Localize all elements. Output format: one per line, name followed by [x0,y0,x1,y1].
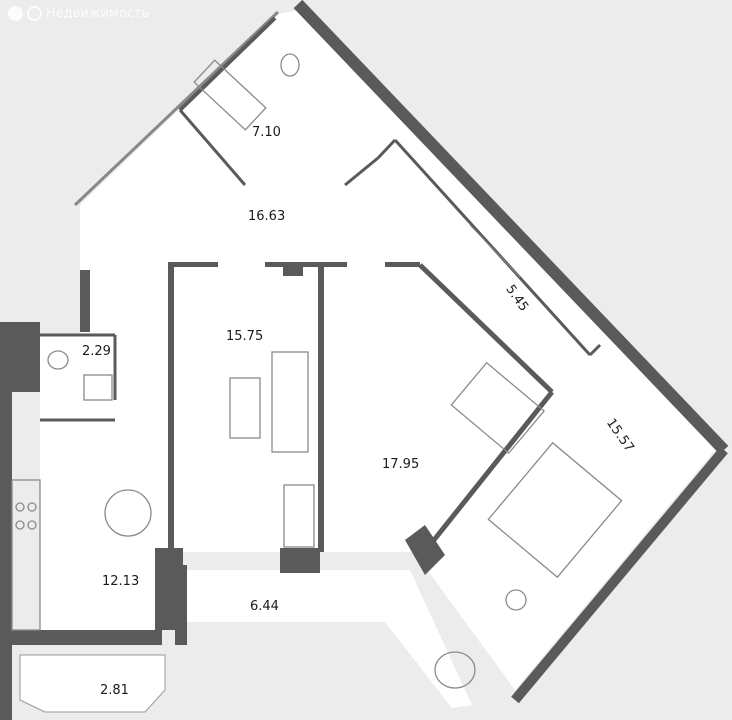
ring-logo-icon [27,6,42,21]
stove-burner-icon [15,502,25,512]
armchair-icon [434,651,476,689]
furniture [11,53,623,689]
kitchen-counter-icon [11,479,41,631]
bathtub-icon [193,59,267,131]
area-hall: 16.63 [248,209,285,224]
toilet-icon [280,53,300,77]
bed-small-icon [450,361,546,455]
balcony-large-floor [180,570,472,708]
area-balcony-large: 6.44 [250,599,279,614]
area-toilet: 2.29 [82,344,111,359]
apartment-floor [40,10,715,690]
area-bedroom-1: 17.95 [382,457,419,472]
toilet-small-icon [47,350,69,370]
shower-icon [83,374,113,401]
coffee-table-icon [229,377,261,439]
area-kitchen: 12.13 [102,574,139,589]
sofa-icon [271,351,309,453]
yandex-logo-icon [8,6,23,21]
area-bathroom: 7.10 [252,125,281,140]
bed-icon [487,441,623,579]
watermark: Недвижимость [8,6,149,21]
side-table-icon [505,589,527,611]
area-balcony-small: 2.81 [100,683,129,698]
balcony-small-floor [19,654,166,713]
area-living-room: 15.75 [226,329,263,344]
desk-icon [283,484,315,548]
watermark-text: Недвижимость [46,6,150,21]
dining-table-icon [104,489,152,537]
